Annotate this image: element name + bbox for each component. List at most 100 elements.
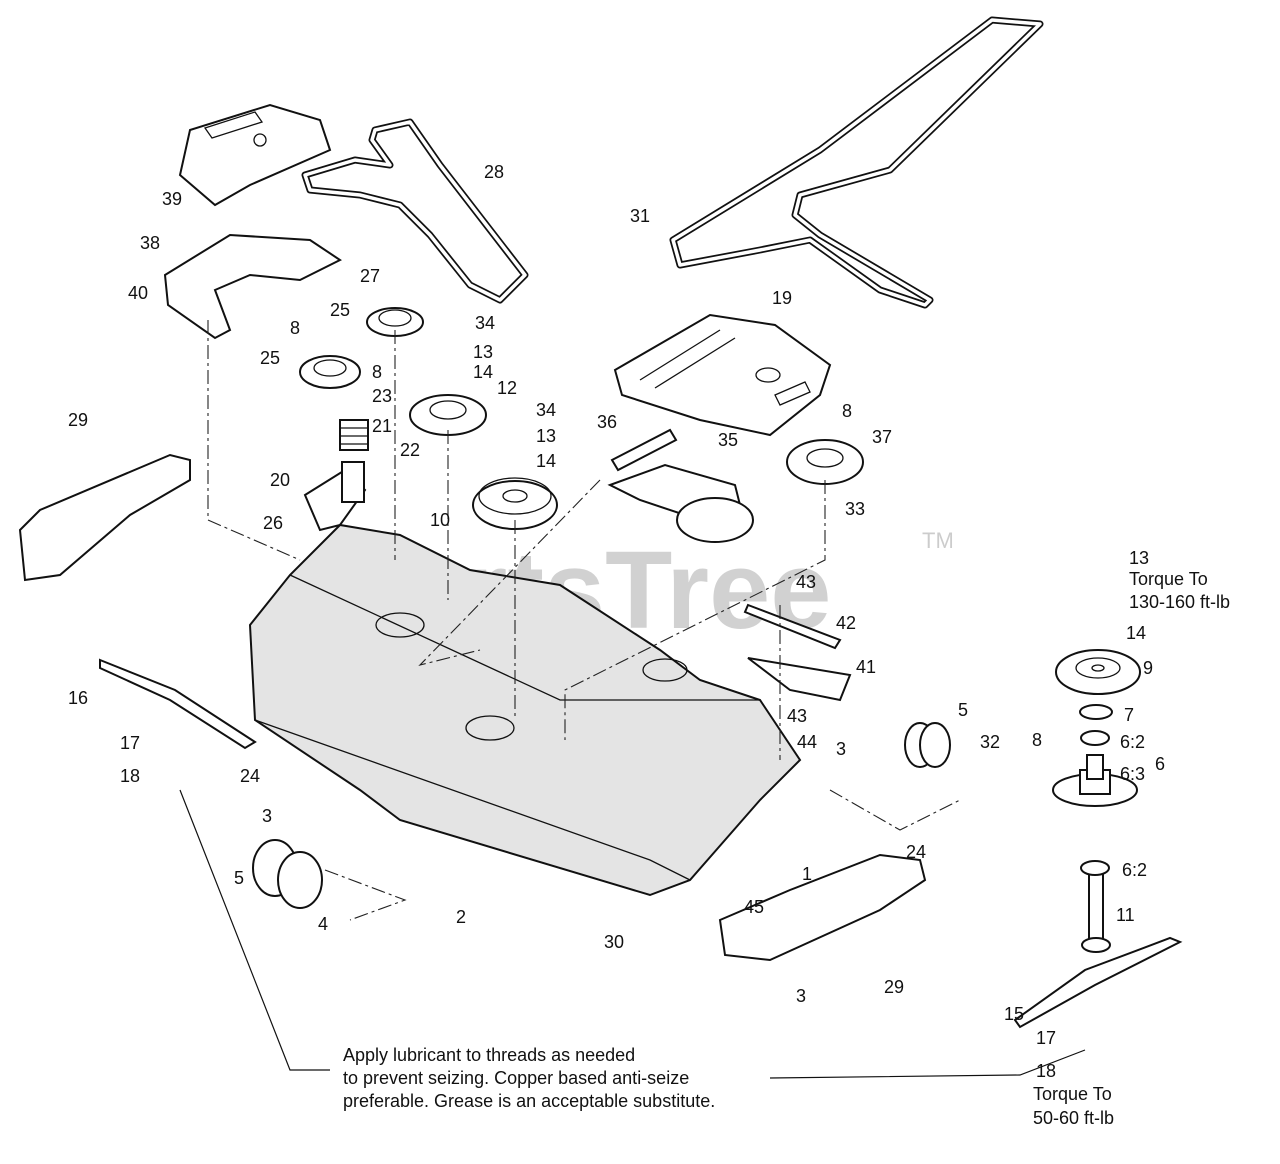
torque-bottom-line2: 50-60 ft-lb xyxy=(1033,1108,1114,1128)
callout-label: 23 xyxy=(372,386,392,406)
callout-label: 14 xyxy=(536,451,556,471)
torque-top-number: 13 xyxy=(1129,548,1149,568)
baffle-42 xyxy=(743,603,842,650)
callout-label: 6:2 xyxy=(1120,732,1145,752)
callout-label: 3 xyxy=(836,739,846,759)
idler-arm-35 xyxy=(607,463,754,543)
callout-label: 13 xyxy=(536,426,556,446)
callout-label: 3 xyxy=(796,986,806,1006)
callout-label: 8 xyxy=(1032,730,1042,750)
torque-top-line1: Torque To xyxy=(1129,569,1208,589)
bearing-6-2-upper xyxy=(1080,730,1110,746)
callout-label: 11 xyxy=(1116,905,1135,925)
callout-label: 3 xyxy=(262,806,272,826)
callout-label: 31 xyxy=(630,206,650,226)
callout-label: 34 xyxy=(475,313,495,333)
callout-label: 29 xyxy=(68,410,88,430)
assembly-lines xyxy=(207,320,961,921)
lubricant-line2: to prevent seizing. Copper based anti-se… xyxy=(343,1068,689,1088)
callout-label: 6:2 xyxy=(1122,860,1147,880)
pulley-9 xyxy=(1055,649,1141,695)
callout-label: 33 xyxy=(845,499,865,519)
torque-top-line2: 130-160 ft-lb xyxy=(1129,592,1230,612)
callout-label: 42 xyxy=(836,613,856,633)
gauge-wheel-5-left xyxy=(252,839,323,909)
callout-label: 39 xyxy=(162,189,182,209)
torque-note-bottom: Torque To 50-60 ft-lb xyxy=(1033,1084,1114,1128)
callout-label: 6 xyxy=(1155,754,1165,774)
callout-label: 6:3 xyxy=(1120,764,1145,784)
callout-label: 17 xyxy=(1036,1028,1056,1048)
torque-bottom-line1: Torque To xyxy=(1033,1084,1112,1104)
callout-label: 30 xyxy=(604,932,624,952)
callout-label: 7 xyxy=(1124,705,1134,725)
callout-label: 38 xyxy=(140,233,160,253)
spring-21 xyxy=(339,419,369,451)
bearing-6-2-lower xyxy=(1080,860,1110,876)
callout-label: 10 xyxy=(430,510,450,530)
callout-label: 1 xyxy=(802,864,812,884)
callout-label: 20 xyxy=(270,470,290,490)
callout-label: 29 xyxy=(884,977,904,997)
bumper-29-left xyxy=(18,453,191,582)
callout-label: 34 xyxy=(536,400,556,420)
spring-36 xyxy=(610,428,678,472)
blade-16 xyxy=(99,658,257,750)
belt-cover-left-39 xyxy=(178,103,332,207)
callout-label: 12 xyxy=(497,378,517,398)
lubricant-line1: Apply lubricant to threads as needed xyxy=(343,1045,635,1065)
callout-label: 43 xyxy=(787,706,807,726)
callout-label: 18 xyxy=(1036,1061,1056,1081)
callout-label: 8 xyxy=(372,362,382,382)
pulley-12 xyxy=(409,394,487,436)
callout-label: 24 xyxy=(240,766,260,786)
callout-label: 43 xyxy=(796,572,816,592)
bumper-29-right xyxy=(718,853,927,962)
callout-labels: 39 28 31 38 40 27 25 8 34 13 14 25 8 23 … xyxy=(68,162,1165,1081)
baffle-41 xyxy=(747,657,852,702)
spindle-shaft-11 xyxy=(1081,869,1111,953)
callout-label: 8 xyxy=(290,318,300,338)
callout-label: 14 xyxy=(1126,623,1146,643)
callout-label: 25 xyxy=(330,300,350,320)
callout-label: 26 xyxy=(263,513,283,533)
spacer-6-3 xyxy=(1086,754,1104,780)
idler-bracket-38 xyxy=(163,233,342,340)
callout-label: 45 xyxy=(744,897,764,917)
pulley-37 xyxy=(786,439,864,485)
idler-arm-20 xyxy=(303,461,367,532)
callout-label: 32 xyxy=(980,732,1000,752)
callout-label: 15 xyxy=(1004,1004,1024,1024)
callout-label: 13 xyxy=(473,342,493,362)
belt-cover-right-19 xyxy=(613,313,832,437)
callout-label: 40 xyxy=(128,283,148,303)
callout-label: 19 xyxy=(772,288,792,308)
blade-15 xyxy=(1013,936,1183,1029)
callout-label: 16 xyxy=(68,688,88,708)
callout-label: 37 xyxy=(872,427,892,447)
note-leaders xyxy=(179,789,1086,1079)
callout-label: 5 xyxy=(958,700,968,720)
callout-label: 8 xyxy=(842,401,852,421)
lubricant-note: Apply lubricant to threads as needed to … xyxy=(343,1045,715,1111)
washer-7 xyxy=(1079,704,1113,720)
callout-label: 44 xyxy=(797,732,817,752)
lubricant-line3: preferable. Grease is an acceptable subs… xyxy=(343,1091,715,1111)
gauge-wheel-5-right xyxy=(904,722,951,768)
callout-label: 22 xyxy=(400,440,420,460)
callout-label: 27 xyxy=(360,266,380,286)
callout-label: 41 xyxy=(856,657,876,677)
callout-label: 14 xyxy=(473,362,493,382)
callout-label: 25 xyxy=(260,348,280,368)
torque-note-top: 13 Torque To 130-160 ft-lb xyxy=(1129,548,1230,612)
callout-label: 18 xyxy=(120,766,140,786)
mower-deck-1 xyxy=(248,523,802,897)
callout-label: 36 xyxy=(597,412,617,432)
callout-label: 9 xyxy=(1143,658,1153,678)
callout-label: 4 xyxy=(318,914,328,934)
callout-label: 35 xyxy=(718,430,738,450)
belt-28 xyxy=(301,118,529,304)
callout-label: 24 xyxy=(906,842,926,862)
pulley-25-lower xyxy=(299,355,361,389)
